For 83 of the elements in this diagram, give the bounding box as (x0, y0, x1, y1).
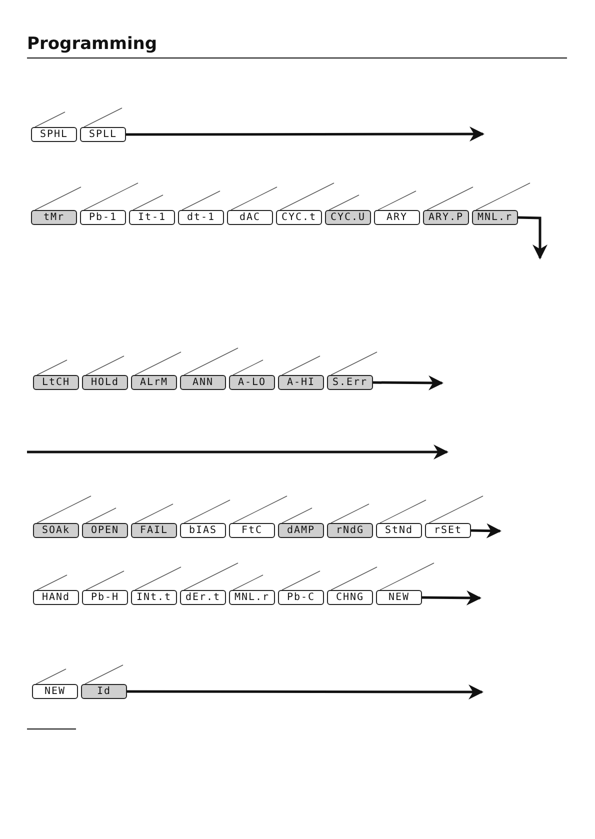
leader-line (36, 360, 68, 376)
parameter-display: SPLL (80, 127, 126, 142)
leader-line (84, 108, 122, 128)
leader-line (184, 562, 238, 590)
parameter-display: CYC.U (325, 210, 371, 225)
leader-line (134, 566, 182, 590)
leader-line (232, 496, 288, 524)
parameter-display: CHNG (327, 590, 373, 605)
leader-line (282, 570, 320, 590)
parameter-display: INt.t (131, 590, 177, 605)
arrow (373, 375, 444, 390)
parameter-display: rSEt (425, 523, 471, 538)
parameter-display: ARY.P (423, 210, 469, 225)
leader-line (282, 356, 320, 376)
leader-line (232, 574, 264, 590)
parameter-display: S.Err (327, 375, 373, 390)
leader-line (86, 570, 124, 590)
leader-line (134, 352, 182, 376)
parameter-display: MNL.r (472, 210, 518, 225)
leader-line (330, 352, 378, 376)
leader-line (476, 182, 530, 210)
leader-line (184, 348, 238, 376)
leader-line (426, 186, 474, 210)
leader-line (86, 508, 116, 524)
leader-line (134, 504, 174, 524)
page-title: Programming (27, 34, 158, 54)
parameter-display: FtC (229, 523, 275, 538)
parameter-display: dEr.t (180, 590, 226, 605)
parameter-display: NEW (376, 590, 422, 605)
leader-line (84, 182, 138, 210)
parameter-display: It-1 (129, 210, 175, 225)
parameter-display: SOAk (33, 523, 79, 538)
arrow (126, 126, 484, 142)
parameter-display: NEW (32, 684, 78, 699)
leader-line (230, 186, 278, 210)
parameter-display: tMr (31, 210, 77, 225)
leader-line (282, 508, 312, 524)
parameter-display: A-LO (229, 375, 275, 390)
parameter-display: A-HI (278, 375, 324, 390)
parameter-display: Pb-C (278, 590, 324, 605)
parameter-display: Id (81, 684, 127, 699)
leader-line (378, 190, 416, 210)
parameter-display: dAMP (278, 523, 324, 538)
parameter-display: dt-1 (178, 210, 224, 225)
leader-line (182, 190, 220, 210)
parameter-display: LtCH (33, 375, 79, 390)
parameter-display: rNdG (327, 523, 373, 538)
parameter-display: Pb-H (82, 590, 128, 605)
leader-line (184, 500, 230, 524)
leader-line (280, 182, 334, 210)
leader-line (328, 194, 360, 210)
leader-line (428, 496, 484, 524)
leader-line (232, 360, 264, 376)
arrow (518, 216, 548, 260)
parameter-display: Pb-1 (80, 210, 126, 225)
arrow (470, 523, 502, 538)
leader-line (36, 668, 66, 684)
parameter-display: CYC.t (276, 210, 322, 225)
parameter-display: ALrM (131, 375, 177, 390)
parameter-display: FAIL (131, 523, 177, 538)
leader-line (84, 664, 124, 684)
parameter-display: bIAS (180, 523, 226, 538)
leader-line (330, 504, 370, 524)
parameter-display: HANd (33, 590, 79, 605)
leader-line (36, 574, 68, 590)
leader-line (330, 566, 378, 590)
leader-line (36, 496, 92, 524)
leader-line (132, 194, 164, 210)
parameter-display: ARY (374, 210, 420, 225)
parameter-display: SPHL (31, 127, 77, 142)
leader-line (380, 562, 434, 590)
leader-line (86, 356, 124, 376)
parameter-display: OPEN (82, 523, 128, 538)
parameter-display: dAC (227, 210, 273, 225)
parameter-display: MNL.r (229, 590, 275, 605)
parameter-display: ANN (180, 375, 226, 390)
parameter-display: HOLd (82, 375, 128, 390)
leader-line (34, 186, 82, 210)
parameter-display: StNd (376, 523, 422, 538)
arrow (127, 684, 484, 700)
leader-line (380, 500, 426, 524)
leader-line (34, 112, 66, 128)
arrow (422, 590, 482, 606)
